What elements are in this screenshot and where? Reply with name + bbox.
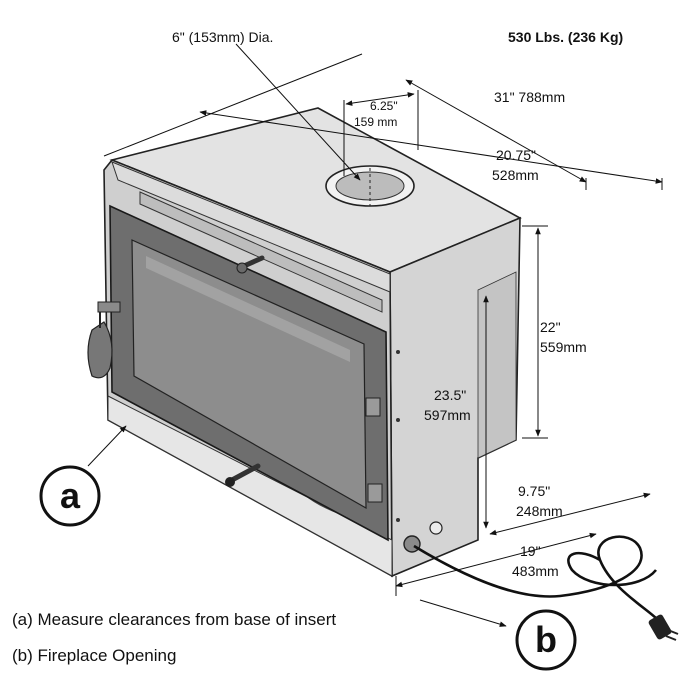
base-width-mm-label: 483mm [512, 563, 559, 579]
base-depth-in-label: 9.75" [518, 483, 550, 499]
baffle-bar [139, 191, 383, 313]
air-control-knob[interactable] [236, 255, 265, 274]
front-height-mm-label: 597mm [424, 407, 471, 423]
door-handle[interactable] [87, 301, 121, 379]
dimension-lines [87, 43, 663, 627]
side-knockout [429, 521, 443, 535]
caption-a: (a) Measure clearances from base of inse… [12, 610, 337, 629]
flue-collar [325, 165, 415, 207]
bottom-control-knob[interactable] [225, 463, 261, 487]
overall-width-label: 31" 788mm [494, 89, 565, 105]
overall-height-in-label: 22" [540, 319, 561, 335]
base-depth-mm-label: 248mm [516, 503, 563, 519]
flue-diameter-label: 6" (153mm) Dia. [172, 29, 273, 45]
callout-a-letter: a [60, 475, 81, 516]
flue-offset-in-label: 6.25" [370, 99, 398, 113]
door-glass[interactable] [131, 239, 367, 510]
power-plug-icon [648, 614, 672, 640]
base-width-in-label: 19" [520, 543, 541, 559]
callout-b-letter: b [535, 619, 557, 660]
flue-offset-mm-label: 159 mm [354, 115, 397, 129]
glass-highlight [146, 256, 350, 362]
callout-a: a [39, 465, 101, 527]
weight-label: 530 Lbs. (236 Kg) [508, 29, 623, 45]
side-screws [396, 350, 400, 522]
overall-height-mm-label: 559mm [540, 339, 587, 355]
callout-b: b [515, 609, 577, 671]
side-shadow [477, 271, 517, 459]
door-hinges [365, 397, 383, 503]
insert-body [87, 107, 522, 578]
front-height-in-label: 23.5" [434, 387, 466, 403]
caption-b: (b) Fireplace Opening [12, 646, 177, 665]
top-depth-mm-label: 528mm [492, 167, 539, 183]
top-depth-in-label: 20.75" [496, 147, 536, 163]
front-top-lip [111, 161, 391, 293]
